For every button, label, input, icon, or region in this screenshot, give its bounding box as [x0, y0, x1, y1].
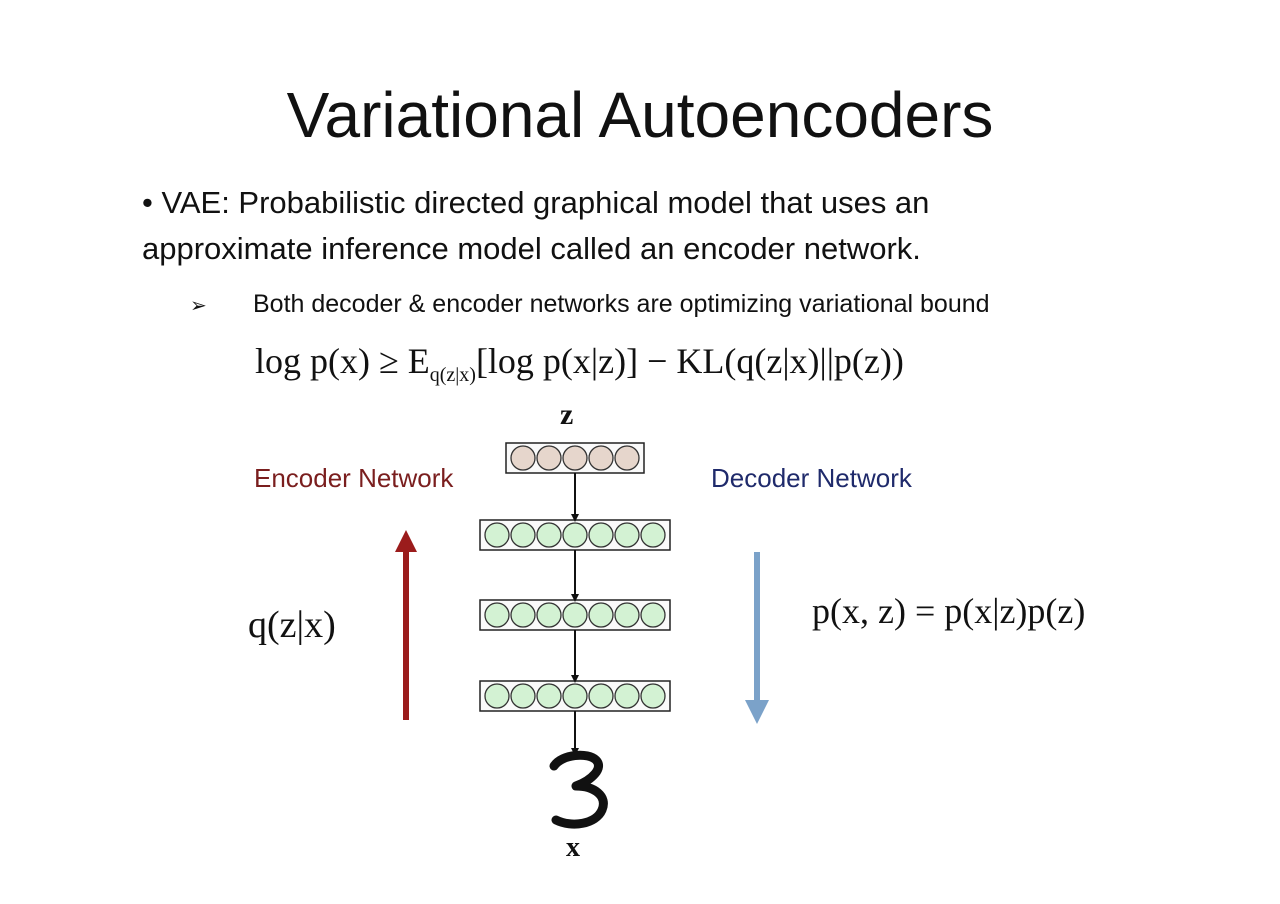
decoder-arrow — [745, 552, 769, 724]
hidden-layer-3-node — [484, 683, 510, 709]
encoder-network-label: Encoder Network — [254, 463, 454, 493]
data-variable-label: x — [566, 832, 580, 863]
hidden-layer-3-node — [536, 683, 562, 709]
bullet-line-2: approximate inference model called an en… — [142, 231, 921, 266]
hidden-layer-2-node — [510, 602, 536, 628]
hidden-layer-1-node — [640, 522, 666, 548]
subpoint-text: Both decoder & encoder networks are opti… — [253, 290, 990, 318]
latent-layer-node — [510, 445, 536, 471]
latent-layer-node — [562, 445, 588, 471]
hidden-layer-2-node — [614, 602, 640, 628]
hidden-layer-2-node — [588, 602, 614, 628]
latent-variable-label: z — [560, 398, 574, 431]
bullet-point: • VAE: Probabilistic directed graphical … — [142, 180, 1142, 272]
hidden-layer-2-node — [640, 602, 666, 628]
bullet-line-1: • VAE: Probabilistic directed graphical … — [142, 185, 930, 220]
hidden-layer-1 — [479, 519, 671, 551]
latent-layer-node — [536, 445, 562, 471]
slide-title: Variational Autoencoders — [286, 79, 994, 151]
latent-layer — [505, 442, 645, 474]
hidden-layer-3-node — [562, 683, 588, 709]
subpoint-arrow-icon: ➢ — [190, 295, 207, 317]
equation-lhs: log p(x) ≥ E — [255, 341, 430, 381]
hidden-layer-1-node — [484, 522, 510, 548]
decoder-formula: p(x, z) = p(x|z)p(z) — [812, 591, 1086, 631]
hidden-layer-1-node — [562, 522, 588, 548]
hidden-layer-3-node — [588, 683, 614, 709]
decoder-network-label: Decoder Network — [711, 463, 912, 493]
hidden-layer-2 — [479, 599, 671, 631]
equation-subscript: q(z|x) — [429, 364, 476, 386]
hidden-layer-1-node — [588, 522, 614, 548]
encoder-arrow — [395, 530, 417, 720]
encoder-formula: q(z|x) — [248, 604, 336, 646]
hidden-layer-3-node — [614, 683, 640, 709]
hidden-layer-1-node — [510, 522, 536, 548]
latent-layer-node — [614, 445, 640, 471]
hidden-layer-2-node — [484, 602, 510, 628]
hidden-layer-1-node — [536, 522, 562, 548]
equation-rhs: [log p(x|z)] − KL(q(z|x)||p(z)) — [475, 341, 904, 381]
hidden-layer-3-node — [510, 683, 536, 709]
hidden-layer-3-node — [640, 683, 666, 709]
hidden-layer-3 — [479, 680, 671, 712]
variational-bound-equation: log p(x) ≥ Eq(z|x)[log p(x|z)] − KL(q(z|… — [255, 340, 904, 387]
handwritten-digit-image — [549, 750, 608, 829]
latent-layer-node — [588, 445, 614, 471]
hidden-layer-1-node — [614, 522, 640, 548]
hidden-layer-2-node — [536, 602, 562, 628]
hidden-layer-2-node — [562, 602, 588, 628]
